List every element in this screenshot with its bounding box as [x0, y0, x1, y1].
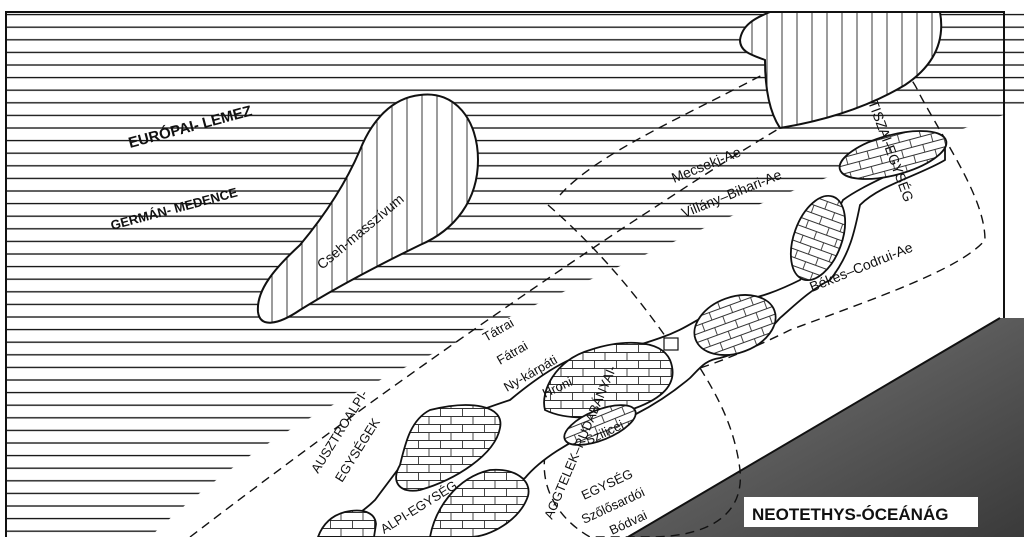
- carbonate-bodies: [317, 130, 948, 537]
- diagram-frame: [5, 11, 1005, 537]
- tiszai-massif-shape: [738, 11, 943, 130]
- neotethys-label-background: [744, 497, 978, 527]
- cseh-masszivum-shape: [256, 93, 480, 324]
- alpi-carbonate-left: [317, 509, 377, 537]
- neotethys-ocean-margin: [627, 317, 1001, 537]
- dashed-line-inner: [547, 204, 669, 341]
- bekes-carbonate: [693, 294, 777, 356]
- neotethys-ocean-area: [628, 318, 1024, 537]
- szilicei-carbonate: [563, 404, 637, 446]
- fragment-mark: [663, 337, 679, 351]
- villany-carbonate: [789, 194, 847, 282]
- european-plate-area: [6, 11, 1024, 537]
- mecseki-carbonate: [838, 130, 948, 180]
- label-neotethys-oceanag: NEOTETHYS-ÓCEÁNÁG: [752, 505, 948, 524]
- alpi-carbonate-right: [429, 468, 530, 537]
- ausztroalpi-carbonate: [395, 404, 502, 492]
